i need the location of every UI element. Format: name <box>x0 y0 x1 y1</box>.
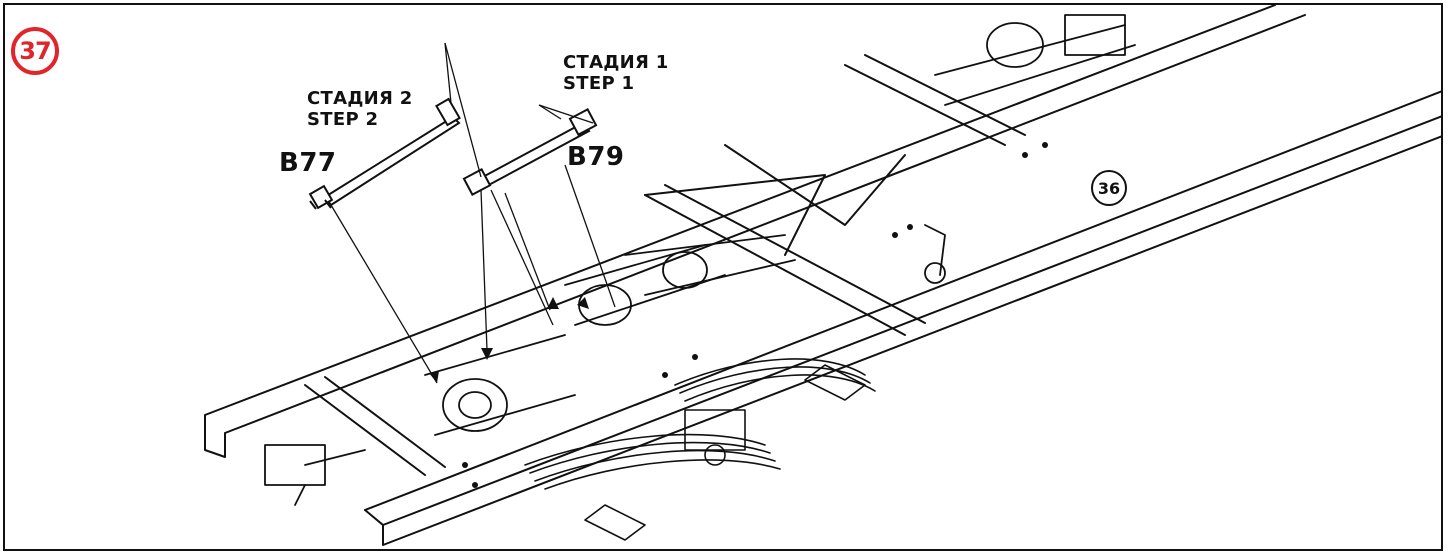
stage-1-en: STEP 1 <box>563 72 635 94</box>
diagram-frame: 37 СТАДИЯ 2 STEP 2 СТАДИЯ 1 STEP 1 B77 B… <box>3 3 1443 551</box>
chassis-illustration <box>204 5 1441 546</box>
frame-rail <box>204 5 1441 546</box>
stage-2-label: СТАДИЯ 2 STEP 2 <box>307 88 413 130</box>
rivets <box>462 142 1048 488</box>
stage-1-ru: СТАДИЯ 1 <box>563 52 669 73</box>
part-label-b77: B77 <box>279 148 337 178</box>
rod-b79 <box>462 108 598 196</box>
cross-members <box>304 54 1026 476</box>
reference-step-badge: 36 <box>1091 170 1127 206</box>
stage-2-ru: СТАДИЯ 2 <box>307 88 413 109</box>
arrowheads <box>429 297 589 383</box>
leader-lines <box>330 42 616 384</box>
stage-2-en: STEP 2 <box>307 108 379 130</box>
hitch <box>264 224 946 506</box>
axle-assembly <box>424 14 1136 436</box>
leaf-springs <box>524 358 876 541</box>
step-number-badge: 37 <box>11 27 59 75</box>
stage-1-label: СТАДИЯ 1 STEP 1 <box>563 52 669 94</box>
rod-b77 <box>308 97 461 210</box>
part-label-b79: B79 <box>567 142 625 172</box>
